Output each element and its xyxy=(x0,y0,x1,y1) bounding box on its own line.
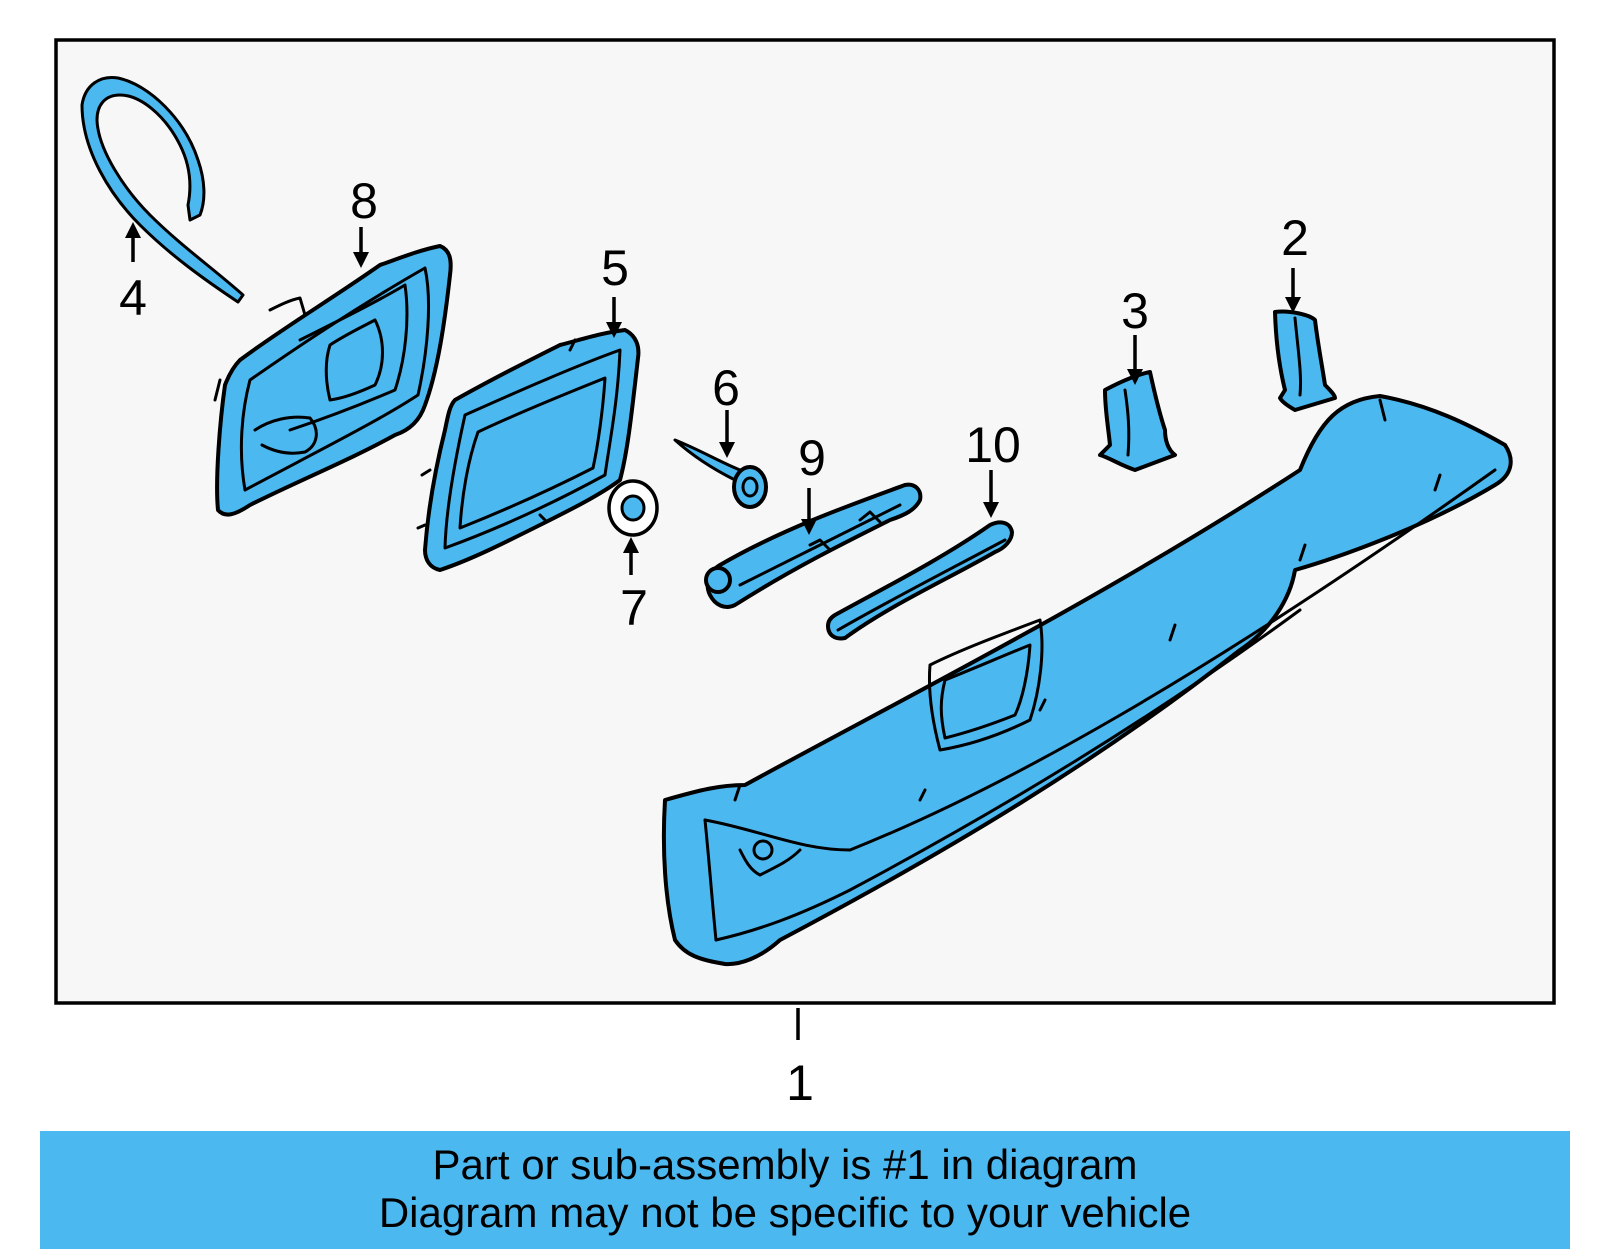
callout-8: 8 xyxy=(350,173,378,229)
callout-4: 4 xyxy=(119,270,147,326)
callout-9: 9 xyxy=(798,430,826,486)
parts-diagram: 4 8 5 6 7 9 10 3 2 1 xyxy=(54,38,1556,1111)
callout-2: 2 xyxy=(1281,210,1309,266)
part-2-bracket[interactable] xyxy=(1273,309,1337,412)
part-7-washer[interactable] xyxy=(607,479,659,537)
part-8-housing[interactable] xyxy=(213,244,453,517)
callout-7: 7 xyxy=(620,580,648,636)
part-9-latch[interactable] xyxy=(704,482,923,609)
part-4-strap[interactable] xyxy=(80,75,245,304)
part-6-screw[interactable] xyxy=(673,438,768,509)
caption-banner: Part or sub-assembly is #1 in diagram Di… xyxy=(40,1131,1570,1249)
part-3-clip[interactable] xyxy=(1098,370,1177,472)
callout-arrows xyxy=(125,222,1301,1040)
part-1-glove-box[interactable] xyxy=(661,394,1513,967)
callout-10: 10 xyxy=(965,417,1021,473)
caption-line-1: Part or sub-assembly is #1 in diagram xyxy=(432,1141,1138,1188)
callout-5: 5 xyxy=(601,240,629,296)
callout-3: 3 xyxy=(1121,283,1149,339)
part-10-strip[interactable] xyxy=(826,520,1014,641)
part-5-gasket[interactable] xyxy=(416,328,641,572)
callout-6: 6 xyxy=(712,360,740,416)
caption-line-2: Diagram may not be specific to your vehi… xyxy=(378,1189,1192,1236)
callout-1: 1 xyxy=(786,1055,814,1111)
